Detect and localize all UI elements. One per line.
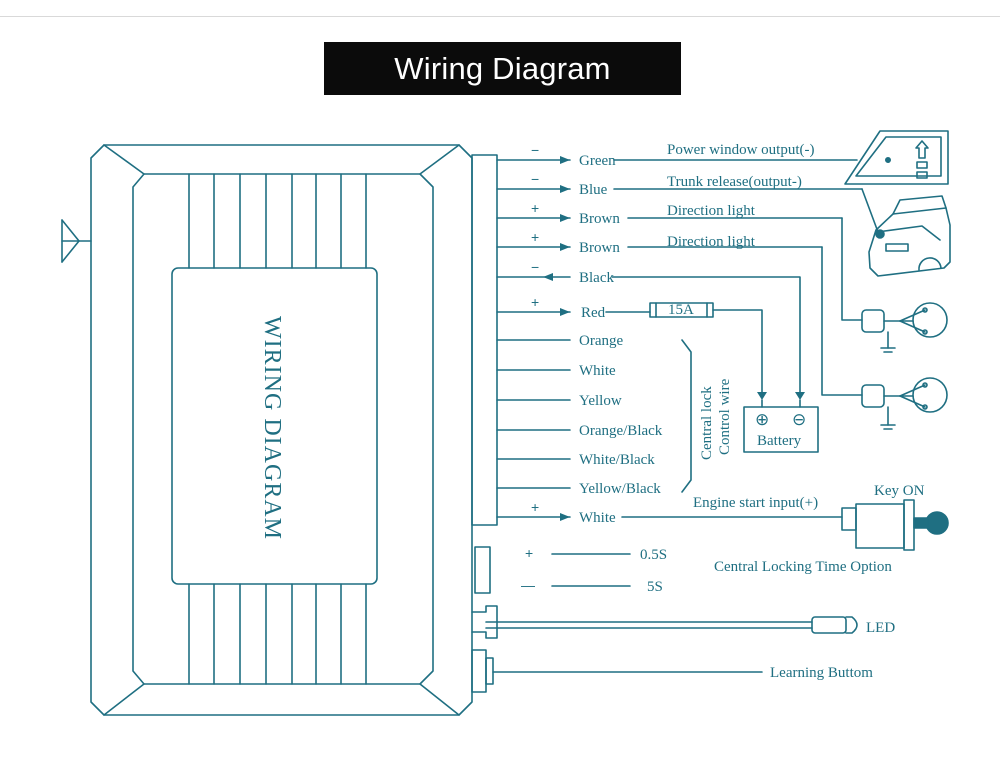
battery-arrows	[757, 392, 805, 400]
battery-label: Battery	[757, 433, 802, 449]
wire-label: Yellow/Black	[579, 481, 661, 497]
car-icon	[868, 195, 951, 277]
direction-light-icon-2	[861, 377, 948, 430]
wire-label: Black	[579, 270, 614, 286]
led-label: LED	[866, 620, 895, 636]
central-lock-bracket	[681, 339, 692, 493]
wire-arrowhead	[560, 243, 570, 251]
wire-arrowhead	[560, 214, 570, 222]
wire-label: White	[579, 510, 616, 526]
wire-label: White/Black	[579, 452, 655, 468]
battery-icon	[743, 399, 819, 453]
wire-arrowhead	[543, 273, 553, 281]
wire-polarity-sign: −	[531, 142, 539, 158]
wire-polarity-sign: −	[531, 259, 539, 275]
engine-start-label: Engine start input(+)	[693, 495, 818, 511]
central-lock-label-2: Control wire	[717, 378, 733, 455]
wire-arrowhead	[560, 513, 570, 521]
wire-polarity-sign: +	[531, 200, 539, 216]
wire-label: Orange	[579, 333, 623, 349]
wire-label: Yellow	[579, 393, 622, 409]
direction-light-label-1: Direction light	[667, 203, 756, 219]
wire-arrows	[543, 156, 570, 521]
wire-polarity-sign: −	[531, 171, 539, 187]
ignition-key-icon	[841, 499, 949, 551]
device-lines	[605, 159, 879, 518]
wire-polarity-sign: +	[531, 294, 539, 310]
time-option-label: Central Locking Time Option	[714, 559, 892, 575]
led-connector	[471, 605, 813, 639]
key-on-label: Key ON	[874, 483, 925, 499]
battery-minus-symbol: ⊖	[792, 410, 806, 429]
power-window-label: Power window output(-)	[667, 142, 814, 158]
learning-button-connector	[471, 649, 763, 693]
wire-arrowhead	[560, 185, 570, 193]
antenna-icon	[61, 219, 92, 263]
time-minus-value: 5S	[647, 579, 663, 595]
battery-plus-symbol: ⊕	[755, 410, 769, 429]
wire-label: Red	[581, 305, 606, 321]
control-module	[90, 144, 473, 716]
wire-label: Brown	[579, 240, 620, 256]
time-plus-sign: +	[525, 545, 533, 561]
main-connector	[471, 154, 498, 526]
diagram-title: Wiring Diagram	[324, 42, 681, 95]
wire-label: Green	[579, 153, 616, 169]
wire-arrowhead	[560, 156, 570, 164]
wire-polarity-sign: +	[531, 229, 539, 245]
learning-button-label: Learning Buttom	[770, 665, 873, 681]
trunk-release-label: Trunk release(output-)	[667, 174, 802, 190]
led-icon	[811, 616, 858, 634]
module-label: WIRING DIAGRAM	[259, 316, 285, 540]
wire-lines	[496, 159, 571, 518]
fuse-label: 15A	[668, 302, 694, 318]
wire-arrowhead	[560, 308, 570, 316]
direction-light-icon-1	[861, 302, 948, 353]
wire-label: White	[579, 363, 616, 379]
wire-label: Blue	[579, 182, 608, 198]
wire-polarity-sign: +	[531, 499, 539, 515]
central-lock-label-1: Central lock	[699, 386, 715, 460]
fuse	[649, 302, 714, 318]
power-window-icon	[844, 130, 949, 185]
wire-label: Brown	[579, 211, 620, 227]
wire-label: Orange/Black	[579, 423, 663, 439]
time-option-connector	[474, 546, 631, 594]
time-plus-value: 0.5S	[640, 547, 667, 563]
time-minus-sign: —	[521, 577, 535, 593]
direction-light-label-2: Direction light	[667, 234, 756, 250]
top-divider	[0, 16, 1000, 17]
